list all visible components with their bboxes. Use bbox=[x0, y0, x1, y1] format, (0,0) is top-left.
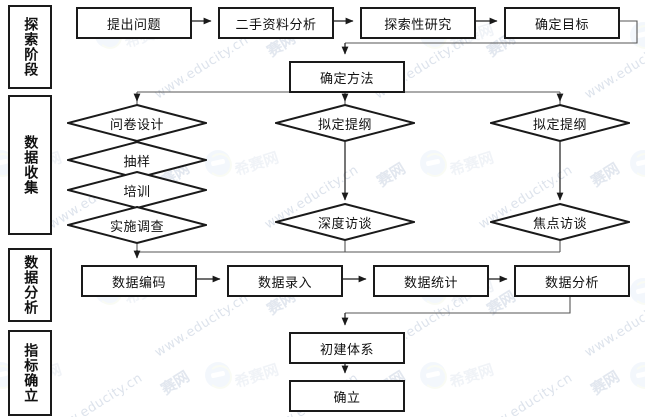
connector-collection-bus bbox=[136, 241, 561, 253]
node-label: 确立 bbox=[333, 390, 361, 406]
node-label: 确定目标 bbox=[534, 17, 589, 33]
node-label: 培训 bbox=[123, 184, 151, 200]
diamond-shape bbox=[490, 203, 630, 241]
node-label: 探索性研究 bbox=[384, 17, 452, 33]
connector-goal-to-method bbox=[345, 20, 638, 44]
stage-label-stage-indicator: 指标确立 bbox=[8, 330, 52, 416]
node-label: 深度访谈 bbox=[317, 216, 372, 232]
node-label: 实施调查 bbox=[109, 219, 164, 235]
stage-label-text: 数据分析 bbox=[22, 255, 39, 315]
node-label: 拟定提纲 bbox=[532, 117, 587, 133]
node-label: 确定方法 bbox=[319, 71, 374, 87]
node-label: 焦点访谈 bbox=[532, 216, 587, 232]
node-exploratory[interactable]: 探索性研究 bbox=[360, 7, 476, 39]
node-label: 初建体系 bbox=[319, 342, 374, 358]
node-label: 数据录入 bbox=[257, 275, 312, 291]
node-label: 提出问题 bbox=[106, 17, 161, 33]
node-data-entry[interactable]: 数据录入 bbox=[227, 265, 343, 297]
diamond-shape bbox=[490, 104, 630, 142]
stage-label-text: 数据收集 bbox=[22, 135, 39, 195]
node-outline-draft-mid[interactable]: 拟定提纲 bbox=[275, 104, 415, 142]
diamond-shape bbox=[67, 206, 207, 244]
diamond-shape bbox=[275, 104, 415, 142]
node-conduct-survey[interactable]: 实施调查 bbox=[67, 206, 207, 244]
node-data-statistics[interactable]: 数据统计 bbox=[373, 265, 489, 297]
connector-analysis-to-initial bbox=[345, 293, 571, 314]
node-outline-draft-right[interactable]: 拟定提纲 bbox=[490, 104, 630, 142]
node-label: 数据编码 bbox=[111, 275, 166, 291]
node-label: 拟定提纲 bbox=[317, 117, 372, 133]
stage-label-stage-collect: 数据收集 bbox=[8, 95, 52, 235]
node-label: 二手资料分析 bbox=[235, 17, 317, 33]
stage-label-stage-explore: 探索阶段 bbox=[8, 5, 52, 89]
node-data-analysis[interactable]: 数据分析 bbox=[514, 265, 630, 297]
node-define-goal[interactable]: 确定目标 bbox=[504, 7, 620, 39]
stage-label-text: 指标确立 bbox=[22, 343, 39, 403]
node-training[interactable]: 培训 bbox=[67, 171, 207, 209]
node-data-coding[interactable]: 数据编码 bbox=[81, 265, 197, 297]
stage-label-stage-analysis: 数据分析 bbox=[8, 248, 52, 322]
node-establish[interactable]: 确立 bbox=[289, 380, 405, 412]
node-questionnaire-design[interactable]: 问卷设计 bbox=[67, 104, 207, 142]
node-initial-system[interactable]: 初建体系 bbox=[289, 332, 405, 364]
node-sampling[interactable]: 抽样 bbox=[67, 141, 207, 179]
node-raise-question[interactable]: 提出问题 bbox=[76, 7, 192, 39]
node-label: 问卷设计 bbox=[109, 117, 164, 133]
node-focus-group[interactable]: 焦点访谈 bbox=[490, 203, 630, 241]
stage-label-text: 探索阶段 bbox=[22, 17, 39, 77]
diamond-shape bbox=[275, 203, 415, 241]
node-define-method[interactable]: 确定方法 bbox=[289, 61, 405, 93]
node-in-depth-interview[interactable]: 深度访谈 bbox=[275, 203, 415, 241]
node-secondary-data[interactable]: 二手资料分析 bbox=[218, 7, 334, 39]
node-label: 数据分析 bbox=[544, 275, 599, 291]
node-label: 数据统计 bbox=[403, 275, 458, 291]
node-label: 抽样 bbox=[123, 154, 151, 170]
